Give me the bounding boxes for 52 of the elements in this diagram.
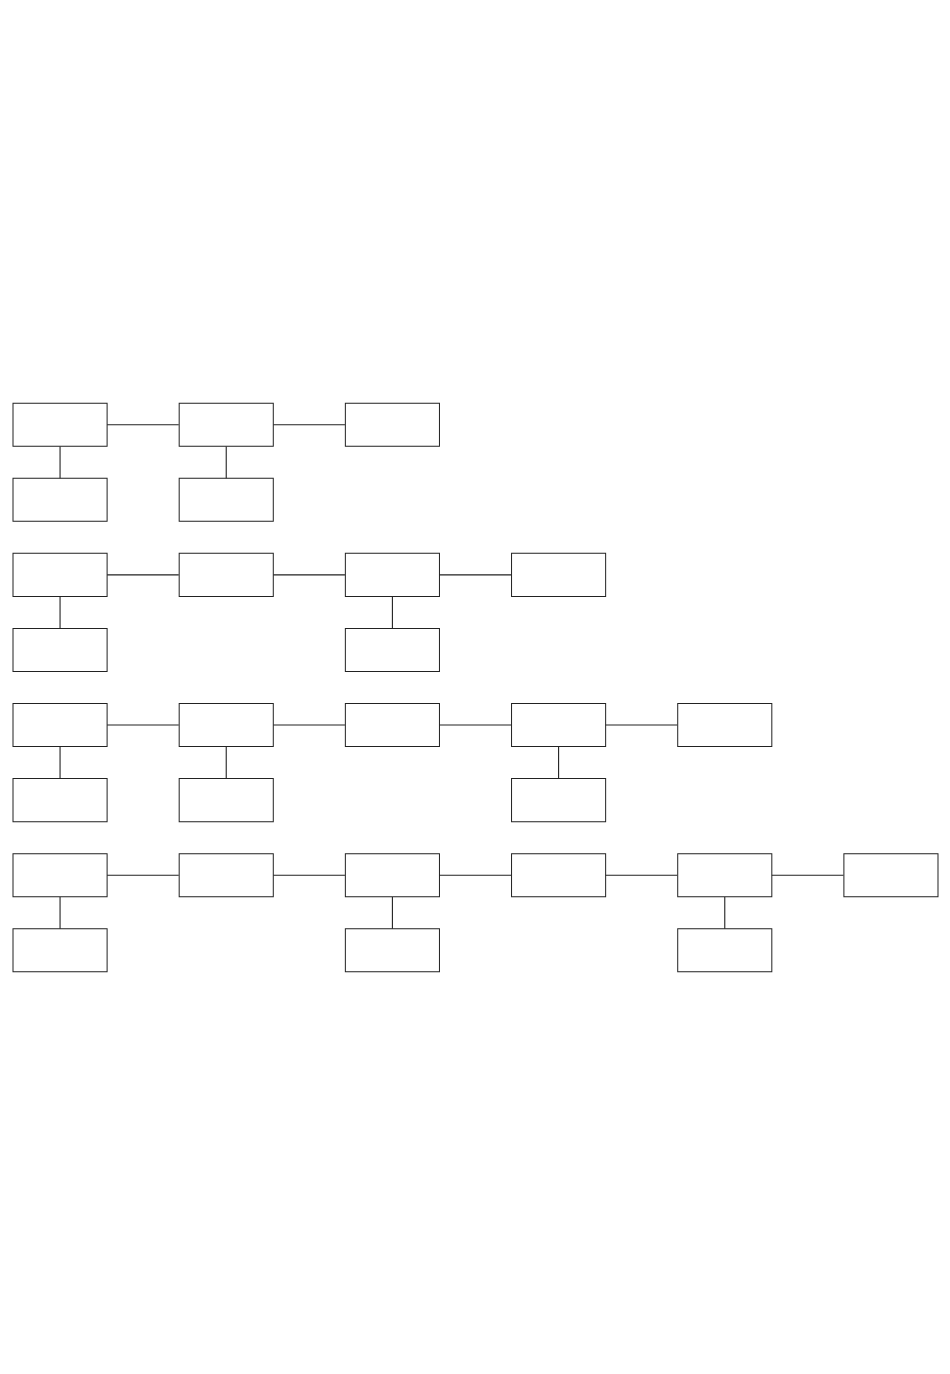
connector (225, 745, 227, 779)
node-box (178, 477, 274, 522)
connector (59, 595, 61, 629)
connector (770, 874, 844, 876)
node-box (12, 702, 108, 747)
connector (604, 724, 678, 726)
node-box (344, 402, 440, 447)
connector (438, 573, 512, 575)
connector (272, 423, 345, 425)
node-box (178, 702, 274, 747)
node-box (178, 402, 274, 447)
connector (272, 874, 345, 876)
connector (272, 573, 345, 575)
node-box (178, 852, 274, 897)
node-box (344, 852, 440, 897)
node-box (12, 402, 108, 447)
node-box (676, 852, 772, 897)
node-box (510, 552, 606, 597)
node-box (12, 777, 108, 822)
connector (59, 895, 61, 929)
connector (106, 874, 179, 876)
node-box (12, 852, 108, 897)
node-box (344, 627, 440, 672)
node-box (12, 477, 108, 522)
connector (438, 874, 512, 876)
node-box (178, 552, 274, 597)
connector (557, 745, 559, 779)
node-box (510, 777, 606, 822)
connector (723, 895, 725, 929)
node-box (510, 702, 606, 747)
connector (106, 724, 179, 726)
connector (106, 423, 179, 425)
connector (106, 573, 179, 575)
connector (225, 445, 227, 479)
node-box (344, 552, 440, 597)
connector (59, 445, 61, 479)
connector (391, 895, 393, 929)
node-box (178, 777, 274, 822)
connector (438, 724, 512, 726)
node-box (676, 702, 772, 747)
connector (272, 724, 345, 726)
node-box (344, 927, 440, 972)
node-box (842, 852, 938, 897)
node-box (12, 552, 108, 597)
node-box (12, 627, 108, 672)
node-box (676, 927, 772, 972)
connector (604, 874, 678, 876)
connector (59, 745, 61, 779)
node-box (510, 852, 606, 897)
connector (391, 595, 393, 629)
node-box (12, 927, 108, 972)
node-box (344, 702, 440, 747)
